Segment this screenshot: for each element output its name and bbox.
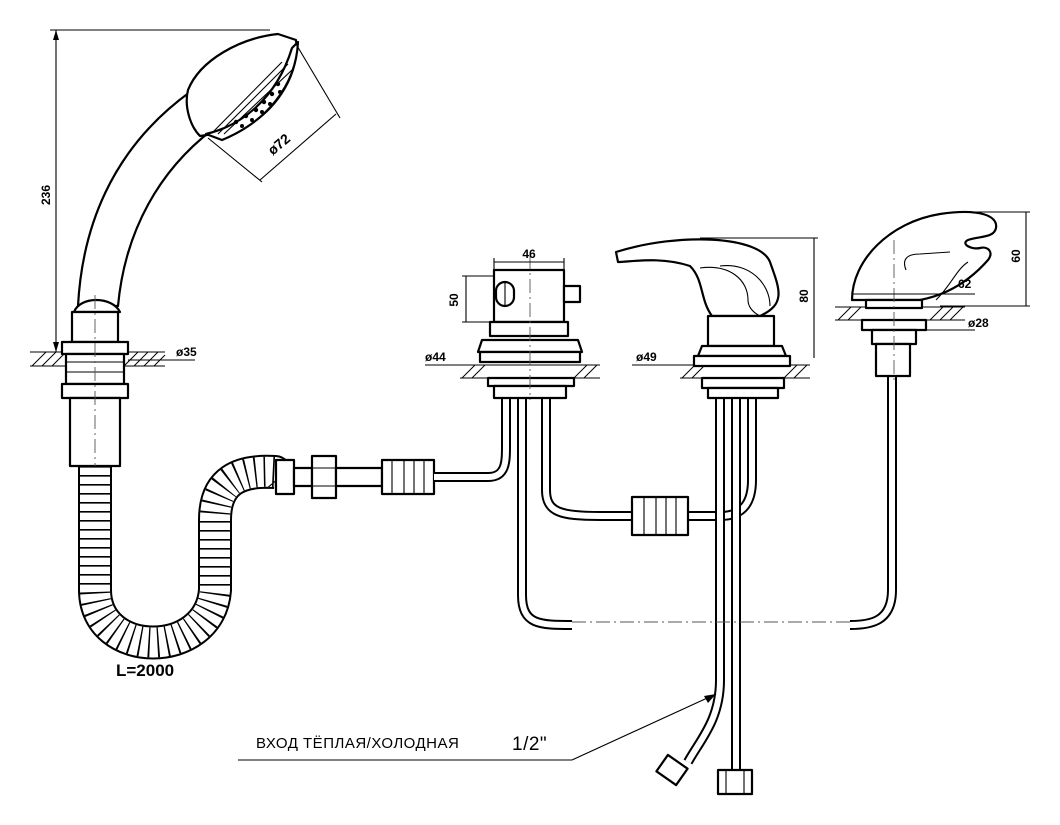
spout-height-label: 60	[1009, 249, 1023, 263]
mixer-diameter-label: ø49	[636, 350, 657, 364]
spout-diameter-label: ø28	[968, 316, 989, 330]
diverter-diameter-label: ø44	[425, 350, 446, 364]
single-lever-mixer	[614, 238, 792, 400]
labels: 236 ø72 ø35 46 50 ø44 80 ø49 60 62 ø28 L…	[39, 130, 1023, 755]
shower-head-diameter-label: ø72	[264, 130, 293, 158]
hand-shower	[60, 32, 300, 470]
hose-length-label: L=2000	[116, 661, 174, 680]
bridge-coupling	[630, 495, 690, 537]
hose-fittings	[274, 454, 436, 500]
pipes	[434, 375, 897, 770]
inlet-nuts	[655, 753, 754, 796]
shower-hose	[78, 454, 294, 660]
diverter-valve	[476, 255, 584, 400]
spout-reach-label: 62	[958, 277, 972, 291]
inlet-label: ВХОД ТЁПЛАЯ/ХОЛОДНАЯ	[256, 735, 459, 752]
mixer-height-label: 80	[797, 289, 811, 303]
diverter-width-label: 46	[522, 247, 536, 261]
inlet-size-label: 1/2"	[512, 734, 547, 755]
bath-spout	[850, 210, 998, 380]
diverter-height-label: 50	[447, 293, 461, 307]
shower-holder-diameter-label: ø35	[176, 345, 197, 359]
shower-height-label: 236	[39, 185, 53, 205]
dimension-lines	[50, 29, 1030, 761]
